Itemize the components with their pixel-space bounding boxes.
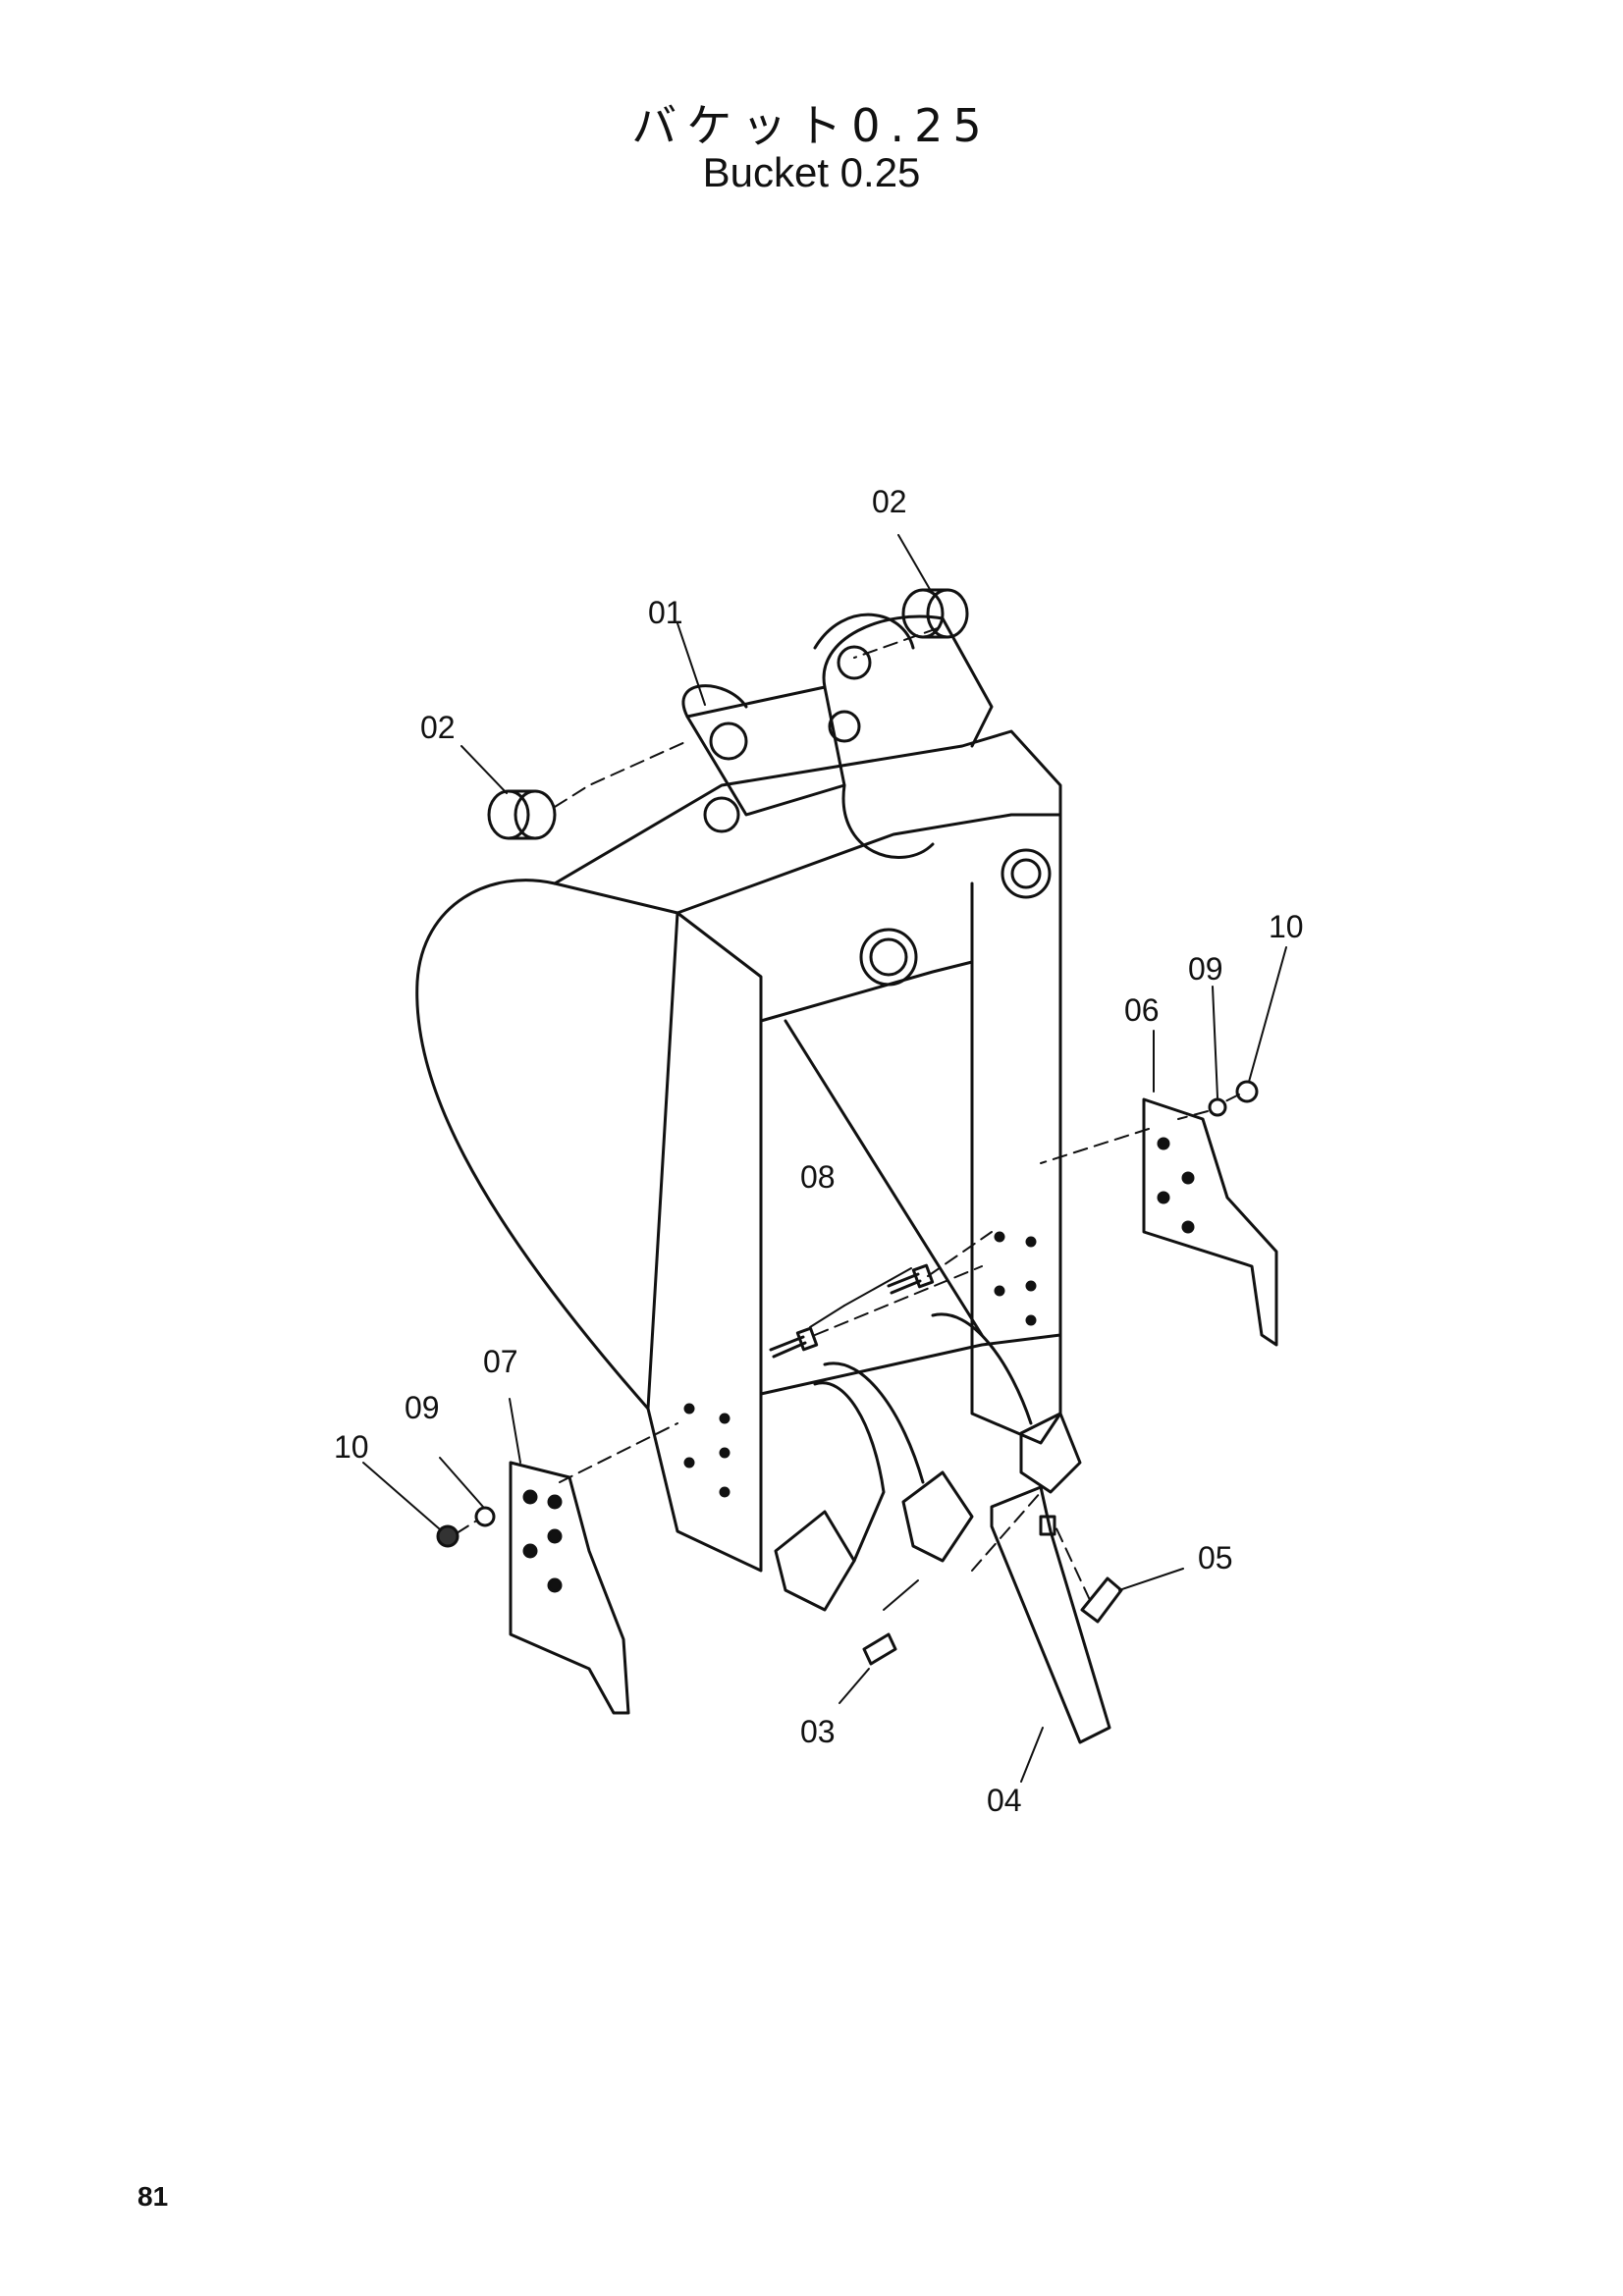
- alignment-lines: [456, 627, 1240, 1601]
- callout-09-left: 09: [405, 1390, 440, 1425]
- callout-05: 05: [1198, 1540, 1233, 1575]
- callout-07: 07: [483, 1344, 518, 1379]
- page-title-english: Bucket 0.25: [702, 149, 921, 195]
- callout-04: 04: [987, 1783, 1022, 1818]
- page-title-japanese: バケット0.25: [631, 99, 992, 152]
- callout-06: 06: [1124, 992, 1160, 1028]
- callout-09-right: 09: [1188, 951, 1223, 987]
- callout-10-left: 10: [334, 1429, 369, 1465]
- tooth-lock: [1080, 1576, 1123, 1624]
- callout-03: 03: [800, 1714, 836, 1749]
- bolt-left: [769, 1326, 819, 1359]
- side-cutter-right: [1142, 1097, 1278, 1347]
- callout-08: 08: [800, 1159, 836, 1195]
- side-cutter-left: [509, 1461, 630, 1715]
- callout-02-left: 02: [420, 710, 456, 745]
- bushing-left: [487, 789, 557, 840]
- bucket-body: [415, 613, 1062, 1573]
- page-number: 81: [137, 2181, 169, 2212]
- pin: [862, 1632, 897, 1666]
- washer-right: [1208, 1097, 1227, 1117]
- callout-10-right: 10: [1269, 909, 1304, 944]
- nut-left: [436, 1524, 460, 1548]
- tooth-point: [990, 1485, 1111, 1744]
- leader-lines: [362, 534, 1287, 1783]
- washer-left: [474, 1506, 496, 1527]
- bolt-right: [887, 1263, 935, 1295]
- nut-right: [1235, 1080, 1259, 1103]
- bucket-teeth: [774, 1312, 1082, 1612]
- callout-02-right: 02: [872, 484, 907, 519]
- callout-01: 01: [648, 595, 683, 630]
- bushing-right: [901, 588, 969, 639]
